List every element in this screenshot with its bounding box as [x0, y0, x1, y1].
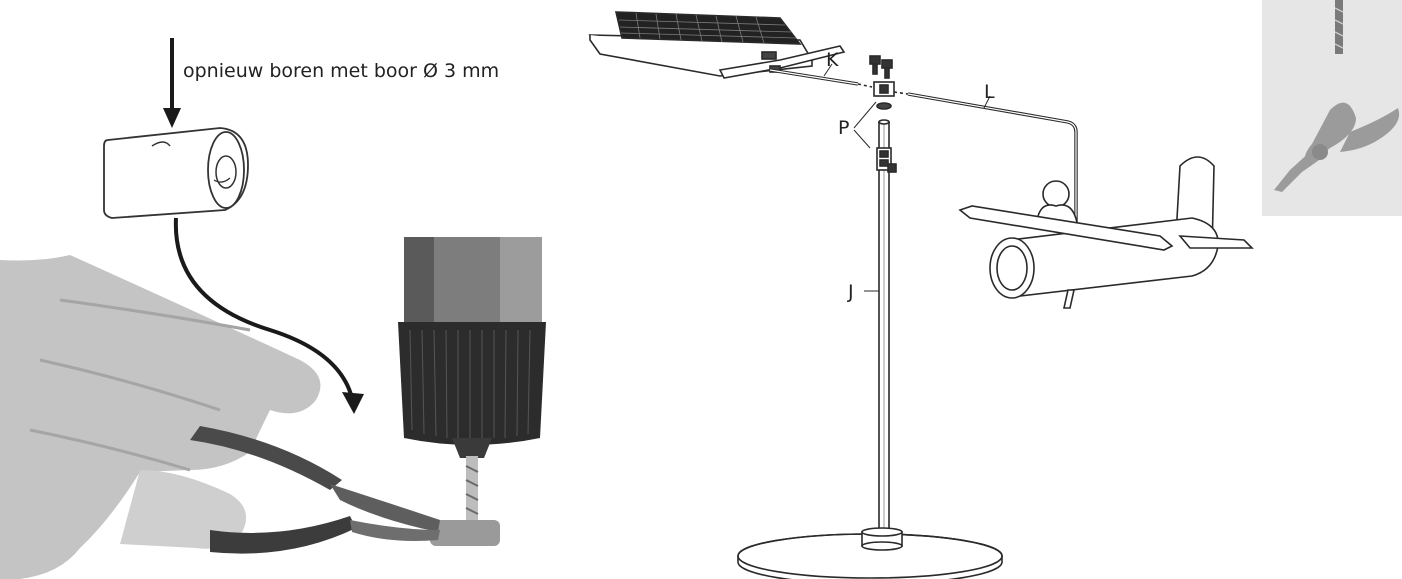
drill-instruction: opnieuw boren met boor Ø 3 mm — [0, 38, 546, 579]
label-k: K — [826, 49, 839, 71]
down-arrow-icon — [163, 38, 181, 128]
screws — [869, 55, 893, 79]
drilling-photo — [0, 237, 546, 579]
instruction-text: opnieuw boren met boor Ø 3 mm — [183, 60, 499, 82]
tools-panel — [1262, 0, 1402, 216]
label-p: P — [838, 117, 849, 139]
label-l: L — [984, 81, 995, 103]
base-disc — [737, 527, 1003, 579]
clamp-block-icon — [103, 127, 249, 219]
pliers-icon — [1274, 102, 1400, 192]
washer — [876, 102, 892, 110]
curved-arrow-icon — [173, 217, 364, 414]
label-j: J — [847, 281, 854, 303]
airplane — [958, 156, 1254, 309]
drill-bit-icon — [1334, 0, 1344, 54]
solar-panel — [588, 11, 846, 79]
assembly: K L P J — [588, 11, 1254, 579]
